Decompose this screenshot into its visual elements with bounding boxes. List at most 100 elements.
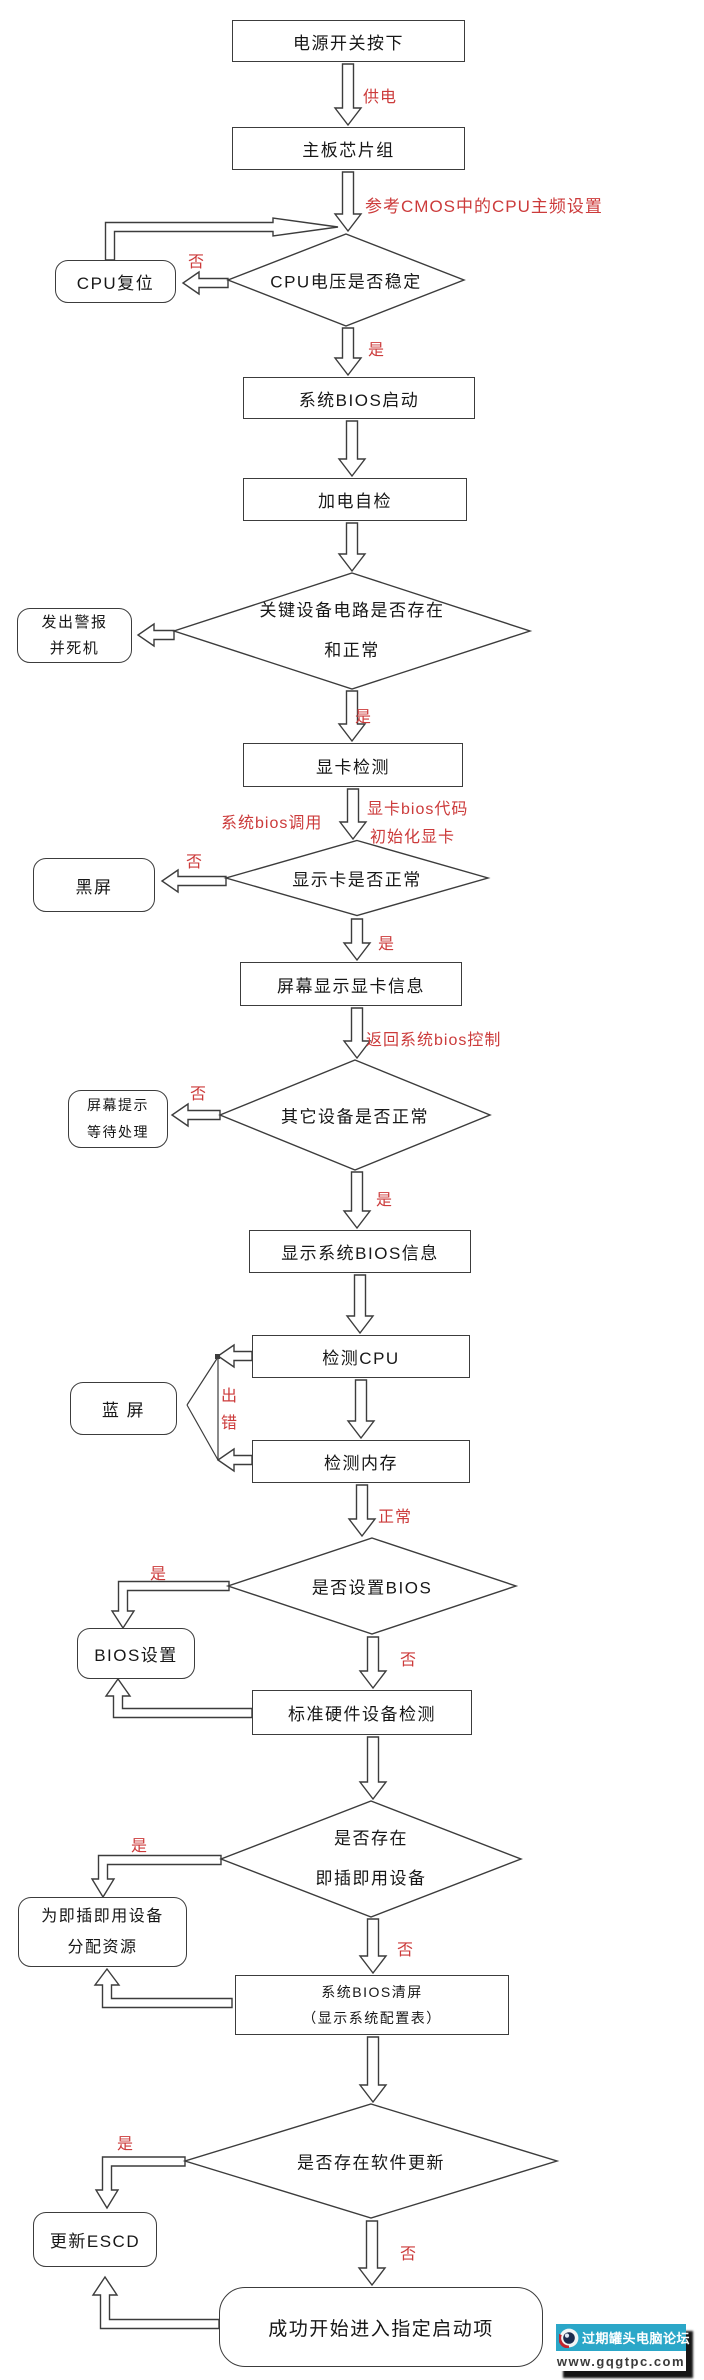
arrow-memcheck-error [216,1447,253,1473]
arrow-voltage-yes [333,327,363,377]
terminal-node-escd: 更新ESCD [33,2212,157,2267]
process-node-power: 电源开关按下 [232,20,465,62]
arrow-stdhw-to-pnp [358,1736,388,1801]
line-error-top [186,1356,219,1406]
arrow-gpucheck-to-gpuok [338,788,368,841]
edge-label-yes-voltage: 是 [368,342,386,359]
terminal-node-alarm: 发出警报并死机 [17,608,132,663]
decision-bios-setup-label: 是否设置BIOS [312,1574,433,1599]
node-label: 显示系统BIOS信息 [281,1244,439,1263]
elbow-swupdate-yes [94,2156,186,2210]
arrow-keydev-no [136,622,175,648]
edge-label-no-biossetup: 否 [400,1652,418,1669]
decision-cpu-voltage-label: CPU电压是否稳定 [270,268,421,293]
arrow-biosinfo-to-cpucheck [345,1274,375,1335]
node-label: 系统BIOS启动 [298,390,420,410]
arrow-chipset-to-voltage [333,171,363,233]
elbow-stdhw-to-biossetup [104,1677,253,1719]
elbow-bootfinal-to-escd [91,2275,220,2330]
watermark-site-url: www.gqgtpc.com [556,2351,686,2371]
arrow-biosstart-to-post [337,420,367,478]
elbow-biosclear-to-pnpalloc [93,1967,233,2009]
arrow-swupdate-no [357,2220,387,2287]
node-label: 等待处理 [87,1124,149,1140]
edge-label-yes-otherdev: 是 [376,1192,394,1209]
arrow-gpuok-no [160,868,227,894]
decision-gpu-ok [223,839,491,917]
node-label: 蓝 屏 [101,1401,146,1420]
decision-sw-update [182,2103,560,2219]
arrow-otherdev-yes [342,1171,372,1230]
edge-label-yes-pnp: 是 [131,1838,149,1855]
edge-label-yes-keydev: 是 [355,709,373,726]
node-label: 关键设备电路是否存在 [259,601,445,620]
node-label: 为即插即用设备 [41,1908,164,1925]
arrow-post-to-keydev [337,522,367,573]
node-label: 黑屏 [75,877,113,897]
terminal-node-pnp-alloc: 为即插即用设备分配资源 [18,1897,187,1967]
node-label: 检测CPU [322,1349,400,1368]
decision-bios-setup [225,1537,519,1635]
edge-label-no-swupdate: 否 [400,2246,418,2263]
elbow-cpureset-to-voltage [104,217,339,261]
process-node-gpu-check: 显卡检测 [243,743,463,787]
node-label: （显示系统配置表） [302,2010,442,2026]
process-node-bios-start: 系统BIOS启动 [243,377,475,419]
edge-label-yes-swupdate: 是 [117,2136,135,2153]
node-label: 检测内存 [324,1454,398,1473]
process-node-chipset: 主板芯片组 [232,127,465,170]
node-label: BIOS设置 [94,1646,178,1665]
elbow-pnp-yes [90,1854,222,1899]
node-label: 更新ESCD [49,2232,141,2251]
decision-pnp-exists-label: 是否存在即插即用设备 [316,1819,427,1899]
node-label: 系统BIOS清屏 [321,1984,423,2000]
arrow-voltage-no [181,270,229,296]
error-char: 错 [221,1415,239,1432]
edge-label-gpu-init: 初始化显卡 [370,829,456,846]
decision-gpu-ok-label: 显示卡是否正常 [292,866,422,891]
decision-key-devices [171,572,533,690]
edge-label-sys-bios-call: 系统bios调用 [221,815,323,832]
edge-label-gpu-bios-code: 显卡bios代码 [367,801,469,818]
arrow-memcheck-to-biossetup [347,1484,377,1538]
elbow-biossetup-yes [110,1580,230,1630]
node-label: 其它设备是否正常 [281,1107,429,1127]
edge-label-yes-biossetup: 是 [150,1566,168,1583]
edge-label-no-otherdev: 否 [190,1086,208,1103]
node-label: 主板芯片组 [302,141,395,160]
forum-logo-icon [558,2328,579,2348]
watermark-badge: 过期罐头电脑论坛 www.gqgtpc.com [556,2324,690,2371]
arrow-biossetup-no [358,1636,388,1690]
terminal-node-cpu-reset: CPU复位 [55,260,176,303]
process-node-post: 加电自检 [243,478,467,521]
decision-key-devices-label: 关键设备电路是否存在和正常 [260,591,445,671]
node-label: 屏幕显示显卡信息 [277,976,425,996]
node-label: 显卡检测 [316,757,390,777]
process-node-std-hw-check: 标准硬件设备检测 [252,1690,472,1735]
arrow-gpuinfo-to-otherdev [342,1007,372,1060]
terminal-node-boot-final: 成功开始进入指定启动项 [219,2287,543,2367]
node-label: 分配资源 [67,1939,138,1956]
process-node-gpu-info: 屏幕显示显卡信息 [240,962,462,1006]
edge-label-supply: 供电 [363,89,398,106]
watermark-header: 过期罐头电脑论坛 [556,2324,690,2351]
node-label: 并死机 [49,639,100,657]
node-label: 屏幕提示 [87,1097,149,1113]
arrow-power-to-chipset [333,63,363,127]
arrow-cpucheck-to-memcheck [346,1379,376,1440]
node-label: 发出警报 [41,613,108,631]
decision-sw-update-label: 是否存在软件更新 [297,2149,445,2174]
node-label: 是否设置BIOS [311,1578,433,1598]
edge-label-return-bios: 返回系统bios控制 [366,1032,502,1049]
process-node-cpu-check: 检测CPU [252,1335,470,1378]
node-label: 加电自检 [318,492,392,511]
process-node-bios-clear: 系统BIOS清屏 （显示系统配置表） [235,1975,509,2035]
node-label: 标准硬件设备检测 [288,1705,436,1724]
node-label: 即插即用设备 [315,1869,427,1888]
arrow-otherdev-no [170,1102,221,1128]
node-label: 显示卡是否正常 [292,870,422,890]
node-label: CPU复位 [76,274,155,293]
terminal-node-black-screen: 黑屏 [33,858,155,912]
